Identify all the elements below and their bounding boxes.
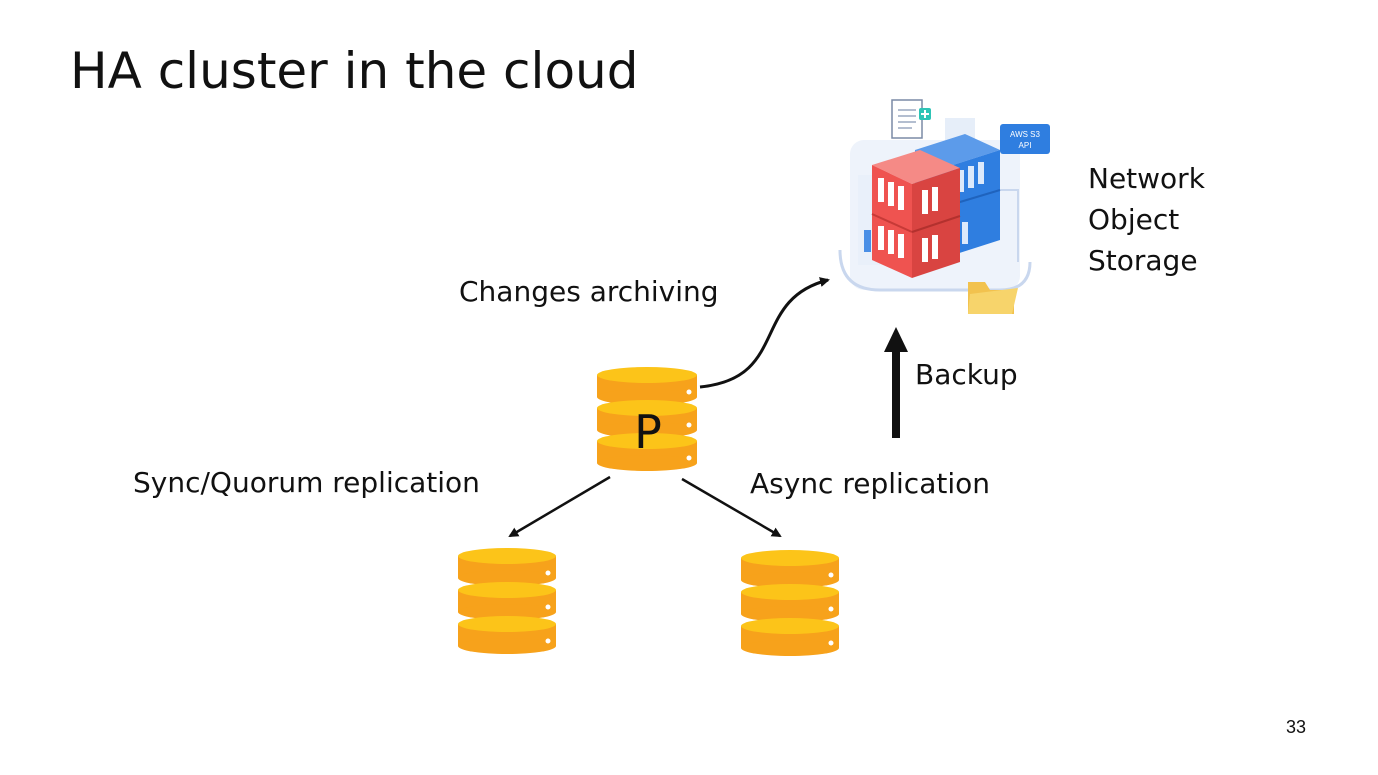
sync-replica-database-icon [458,548,556,654]
svg-text:API: API [1019,141,1032,150]
object-storage-illustration: AWS S3 API [838,99,1050,314]
backup-arrow [884,327,908,438]
storage-label-line-3: Storage [1088,244,1198,277]
folder-icon [968,282,1018,314]
slide-title: HA cluster in the cloud [70,42,639,100]
sync-quorum-replication-label: Sync/Quorum replication [133,466,480,499]
storage-label-line-1: Network [1088,162,1205,195]
storage-label-line-2: Object [1088,203,1180,236]
async-replication-arrow [681,477,782,538]
backup-label: Backup [915,358,1018,391]
async-replica-database-icon [741,550,839,656]
red-server-rack [864,150,961,278]
async-replication-label: Async replication [750,467,990,500]
changes-archiving-arrow [699,277,830,389]
network-object-storage-label: Network Object Storage [1088,158,1205,281]
primary-node-label: P [634,405,662,459]
svg-text:AWS S3: AWS S3 [1010,130,1040,139]
changes-archiving-label: Changes archiving [459,275,719,308]
page-number: 33 [1286,717,1307,737]
primary-database-icon: P [597,367,697,471]
sync-replication-arrow [508,475,611,538]
aws-s3-api-badge: AWS S3 API [1000,124,1050,154]
document-icon [891,99,931,139]
